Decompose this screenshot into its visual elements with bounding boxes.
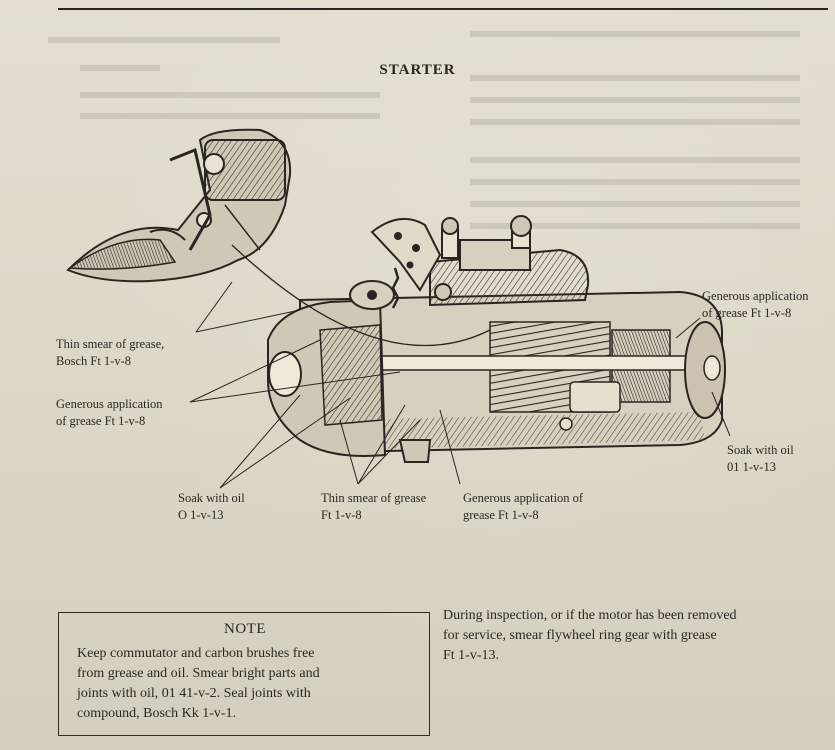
starter-illustration [48, 31, 800, 489]
top-rule [58, 8, 828, 10]
note-line: Keep commutator and carbon brushes free [77, 646, 315, 661]
inset-sweep-curve [231, 244, 491, 347]
callout-generous-left: Generous application of grease Ft 1-v-8 [56, 397, 163, 428]
leader-lines [189, 281, 731, 489]
show-through [48, 31, 800, 229]
note-line: from grease and oil. Smear bright parts … [77, 666, 320, 681]
note-line: compound, Bosch Kk 1-v-1. [77, 706, 237, 721]
callout-generous-right: Generous application of grease Ft 1-v-8 [702, 289, 809, 320]
inspection-line: for service, smear flywheel ring gear wi… [443, 628, 717, 643]
inspection-line: Ft 1-v-13. [443, 648, 499, 663]
callout-soak-bottom: Soak with oil O 1-v-13 [178, 491, 245, 522]
note-heading: NOTE [224, 621, 266, 637]
inset-detail [66, 128, 292, 283]
starter-body [267, 215, 726, 463]
note-box: NOTE Keep commutator and carbon brushes … [58, 612, 430, 736]
callout-generous-bottom: Generous application of grease Ft 1-v-8 [463, 491, 584, 522]
callout-thin-smear-bottom: Thin smear of grease Ft 1-v-8 [321, 491, 427, 522]
callout-thin-smear-bosch: Thin smear of grease, Bosch Ft 1-v-8 [56, 337, 165, 368]
callout-soak-right: Soak with oil 01 1-v-13 [727, 443, 794, 474]
inspection-paragraph: During inspection, or if the motor has b… [443, 606, 828, 666]
page-title: STARTER [379, 62, 456, 78]
note-line: joints with oil, 01 41-v-2. Seal joints … [77, 686, 311, 701]
inspection-line: During inspection, or if the motor has b… [443, 608, 737, 623]
